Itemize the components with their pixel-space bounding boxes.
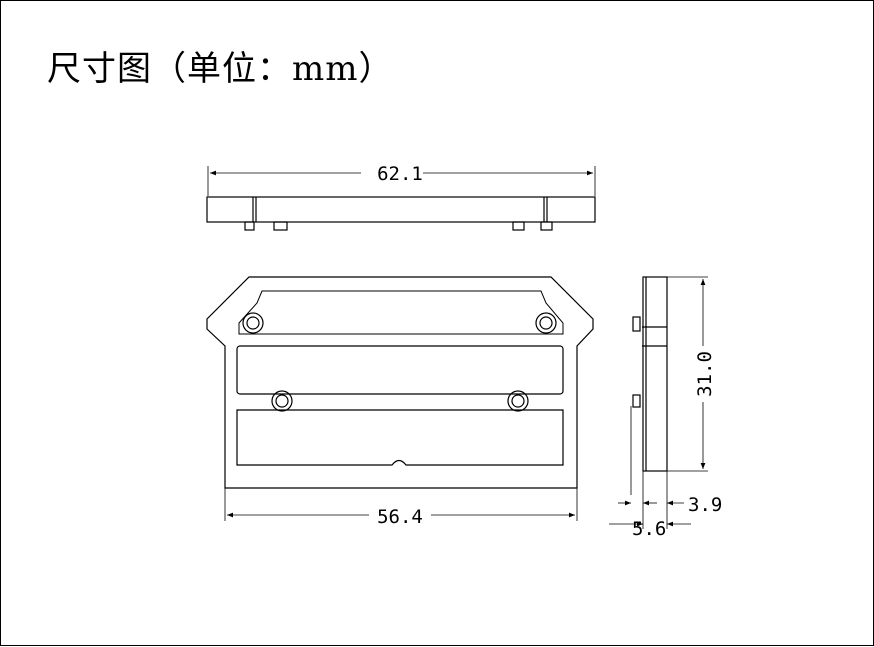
side-offset-small-label: 3.9 (688, 494, 722, 516)
side-view-body (642, 276, 668, 472)
front-view (206, 276, 594, 521)
mount-hole-top-left (242, 312, 264, 334)
front-width-label: 56.4 (377, 506, 423, 528)
page-title: 尺寸图（单位：mm） (47, 49, 394, 89)
side-view (609, 276, 708, 529)
side-height-label: 31.0 (694, 351, 716, 397)
front-middle-window (236, 345, 564, 395)
front-lower-window (236, 409, 564, 466)
side-offset-large-label: 5.6 (632, 518, 666, 540)
front-upper-window (238, 290, 564, 335)
top-view-pins (244, 221, 553, 231)
mount-hole-middle-left (271, 390, 293, 412)
top-view-body (206, 196, 596, 223)
top-length-label: 62.1 (377, 163, 423, 185)
mount-hole-middle-right (507, 390, 529, 412)
front-outer-outline (206, 276, 594, 489)
mount-hole-top-right (535, 312, 557, 334)
